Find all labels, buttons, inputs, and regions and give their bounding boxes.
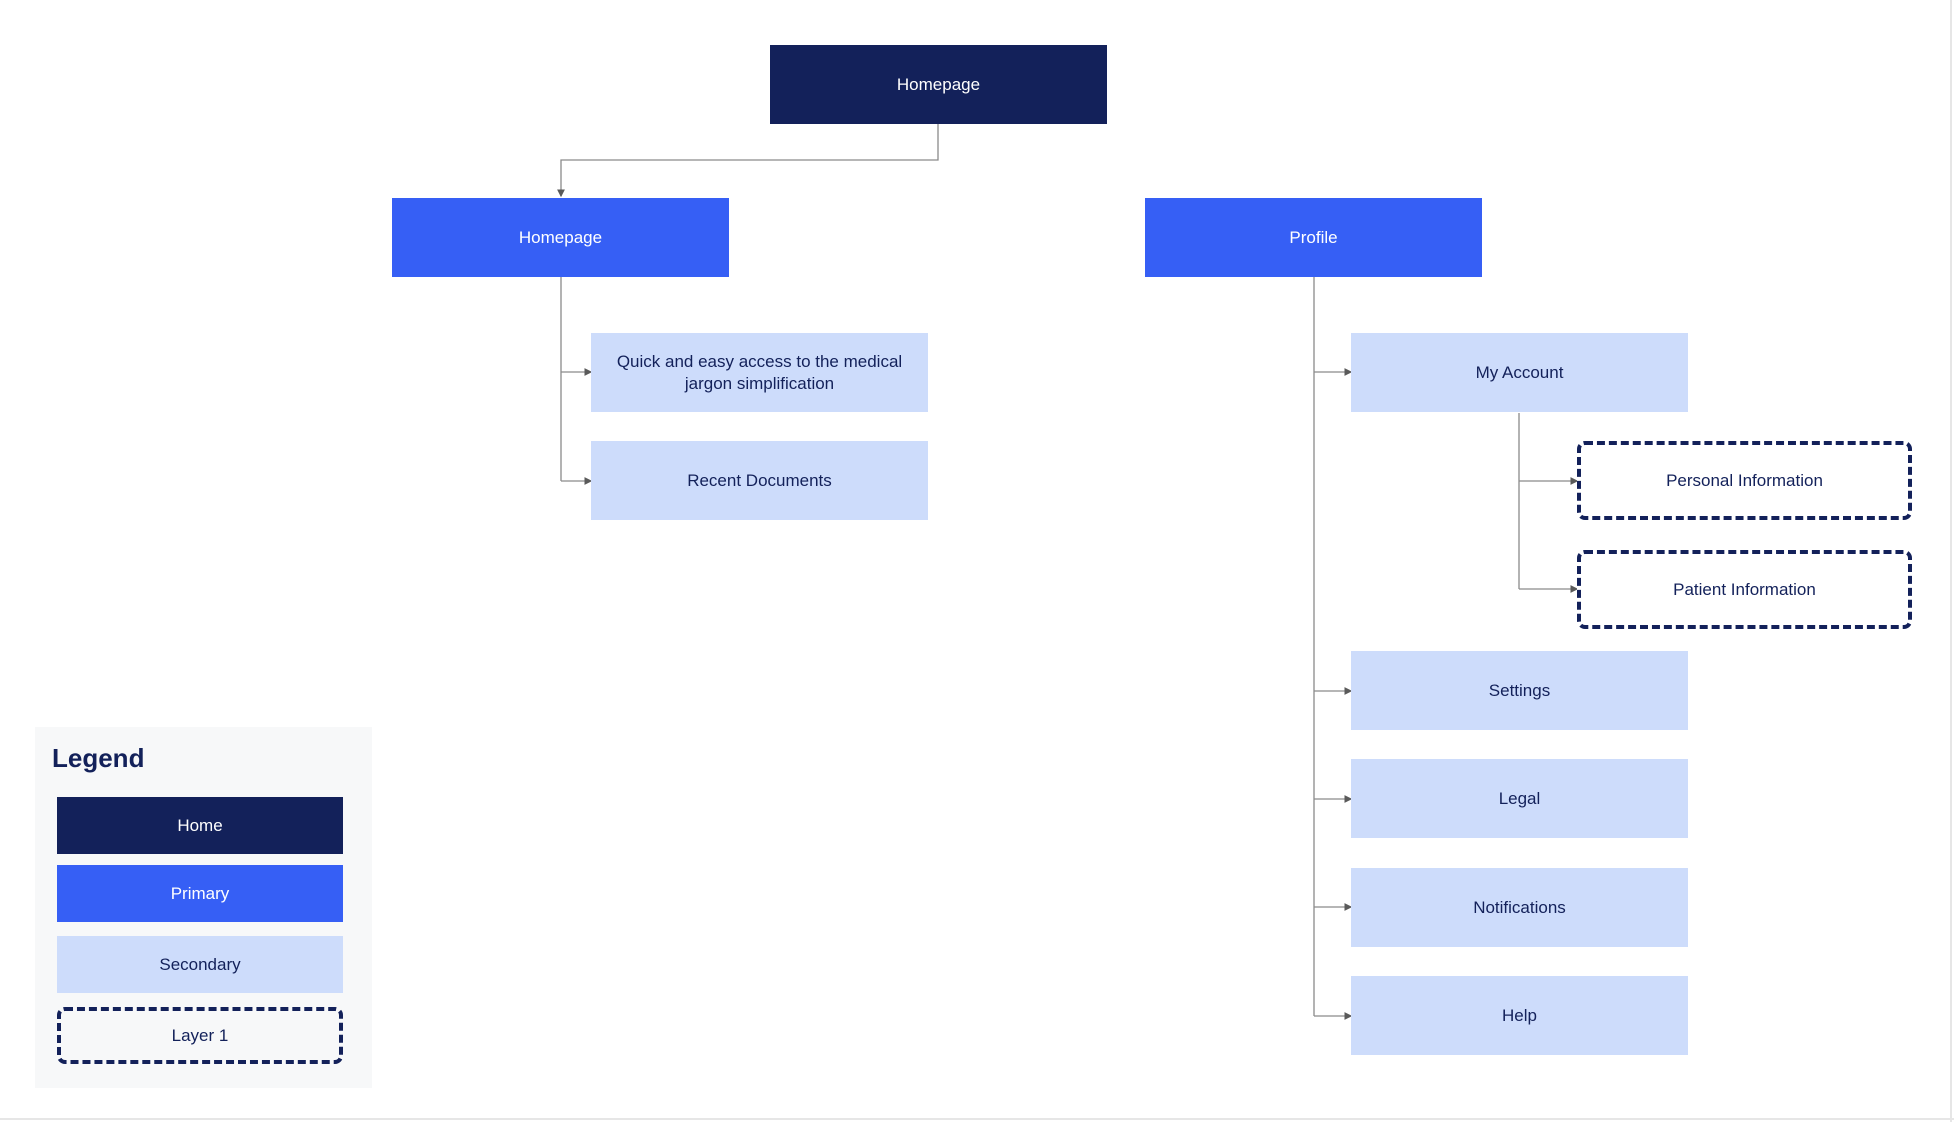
root-homepage-node[interactable]: Homepage [770,45,1107,124]
quick-access-node[interactable]: Quick and easy access to the medical jar… [591,333,928,412]
settings-node[interactable]: Settings [1351,651,1688,730]
legend-item-label: Secondary [159,954,241,974]
node-label: Recent Documents [687,470,832,490]
recent-documents-node[interactable]: Recent Documents [591,441,928,520]
node-label: Homepage [518,227,603,247]
node-label: Notifications [1473,897,1566,917]
node-label: Quick and easy access to the medical jar… [616,351,903,393]
my-account-node[interactable]: My Account [1351,333,1688,412]
connector-root-to-homepage [557,124,939,198]
legend-item-layer-1: Layer 1 [57,1007,343,1064]
legend-item-secondary: Secondary [57,936,343,993]
help-node[interactable]: Help [1351,976,1688,1055]
node-label: Settings [1488,680,1551,700]
canvas-right-border [1950,0,1952,1122]
personal-information-node[interactable]: Personal Information [1577,441,1912,520]
profile-node[interactable]: Profile [1145,198,1482,277]
node-label: Profile [1289,227,1338,247]
patient-information-node[interactable]: Patient Information [1577,550,1912,629]
legend-item-home: Home [57,797,343,854]
legend-item-primary: Primary [57,865,343,922]
node-label: Help [1502,1005,1537,1025]
notifications-node[interactable]: Notifications [1351,868,1688,947]
legend-item-label: Layer 1 [171,1025,229,1045]
node-label: Homepage [896,74,981,94]
node-label: My Account [1475,362,1564,382]
legend-title: Legend [52,743,145,773]
canvas-bottom-border [0,1118,1954,1120]
node-label: Patient Information [1673,579,1816,599]
legend-item-label: Home [177,815,223,835]
node-label: Legal [1498,788,1541,808]
homepage-node[interactable]: Homepage [392,198,729,277]
legend-item-label: Primary [170,883,230,903]
legend-panel: Legend Home Primary Secondary Layer 1 [35,727,372,1088]
node-label: Personal Information [1666,470,1823,490]
legal-node[interactable]: Legal [1351,759,1688,838]
